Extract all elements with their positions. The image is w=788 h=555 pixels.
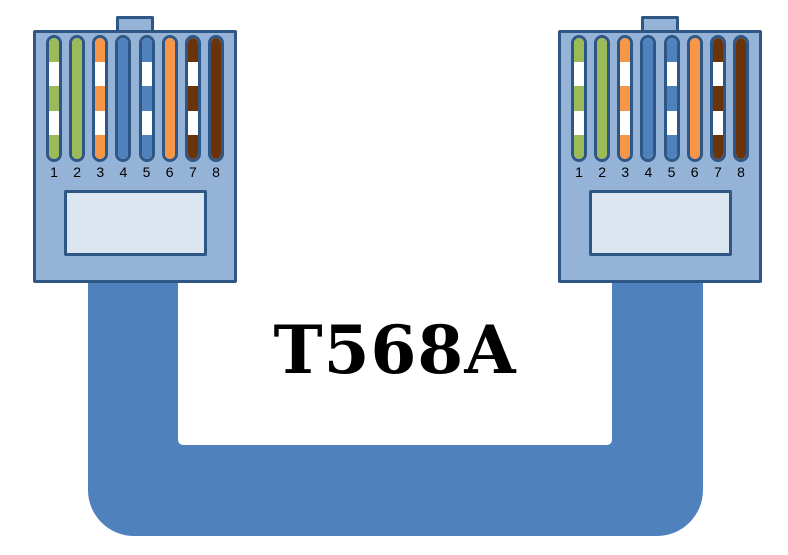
pin-number-7: 7 [713,164,722,180]
pin-number-4: 4 [644,164,653,180]
wire-white-orange [617,35,634,162]
wires-row [36,33,234,162]
pin-number-3: 3 [621,164,630,180]
label-window [588,190,732,256]
standard-title: T568A [273,311,517,389]
pin-number-8: 8 [212,164,220,180]
wire-brown [732,35,749,162]
pin-number-1: 1 [575,164,583,180]
wire-blue [640,35,657,162]
pin-number-7: 7 [188,164,197,180]
wire-green [594,35,611,162]
pin-number-5: 5 [142,164,151,180]
pin-number-5: 5 [667,164,676,180]
wire-brown [207,35,224,162]
wire-white-blue [663,35,680,162]
cable-inner-cutout: T568A [178,279,612,445]
pin-number-6: 6 [165,164,174,180]
wire-blue [115,35,132,162]
wire-green [69,35,86,162]
wire-orange [686,35,703,162]
pin-number-4: 4 [119,164,128,180]
label-window [63,190,207,256]
wire-white-green [571,35,587,162]
pin-number-8: 8 [737,164,745,180]
pin-number-6: 6 [690,164,699,180]
wires-row [561,33,759,162]
wire-white-green [46,35,62,162]
pin-number-1: 1 [50,164,58,180]
pin-number-2: 2 [598,164,607,180]
wire-white-orange [92,35,109,162]
wire-white-brown [184,35,201,162]
wire-white-blue [138,35,155,162]
pin-number-3: 3 [96,164,105,180]
wire-white-brown [709,35,726,162]
wire-orange [161,35,178,162]
pin-number-2: 2 [73,164,82,180]
